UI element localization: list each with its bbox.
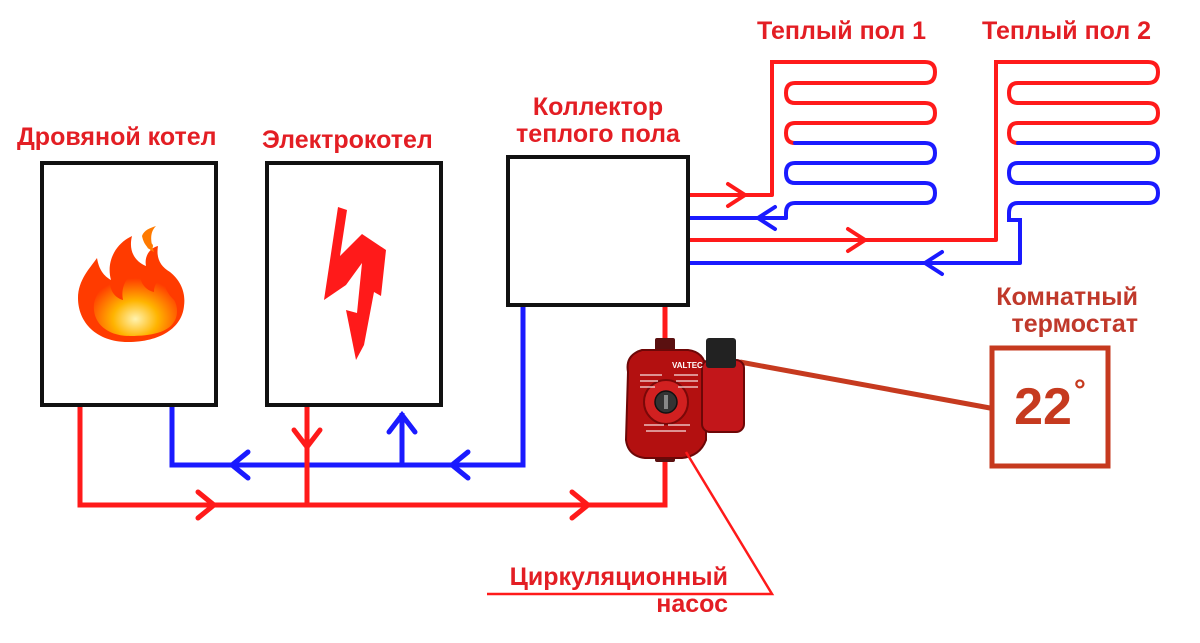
pump-label-line2: насос — [656, 590, 728, 618]
pump-label-line1: Циркуляционный — [509, 563, 728, 591]
return-line — [169, 305, 526, 481]
manifold-label-line2: теплого пола — [516, 120, 680, 148]
thermostat-temperature: 22 — [1014, 378, 1072, 436]
floor-2-label: Теплый пол 2 — [982, 17, 1152, 45]
thermostat-label: Комнатный термостат — [960, 284, 1138, 338]
fire-icon — [78, 226, 185, 342]
electric-boiler-box — [265, 161, 443, 407]
manifold-pipes — [688, 193, 1020, 265]
pump-brand-text: VALTEC — [672, 361, 703, 370]
manifold-box — [506, 155, 690, 307]
manifold-label-line1: Коллектор — [532, 93, 664, 121]
electric-boiler-label: Электрокотел — [262, 126, 433, 154]
circulation-pump-icon: VALTEC — [624, 338, 991, 462]
pump-callout-line — [487, 451, 775, 596]
thermostat-display: 22° — [992, 348, 1108, 466]
thermostat-label-line1: Комнатный — [996, 283, 1138, 311]
wood-boiler-label: Дровяной котел — [17, 123, 217, 151]
thermostat-label-line2: термостат — [1011, 310, 1139, 338]
pump-label: Циркуляционный насос — [468, 564, 728, 618]
thermostat-box — [989, 345, 1111, 469]
degree-symbol: ° — [1073, 374, 1086, 407]
manifold-arrows — [726, 182, 944, 276]
floor-loop-1 — [770, 60, 938, 220]
floor-1-label: Теплый пол 1 — [757, 17, 927, 45]
floor-loop-2 — [994, 60, 1161, 265]
lightning-icon — [324, 207, 386, 360]
manifold-label: Коллектор теплого пола — [488, 94, 708, 148]
supply-line — [77, 303, 668, 521]
